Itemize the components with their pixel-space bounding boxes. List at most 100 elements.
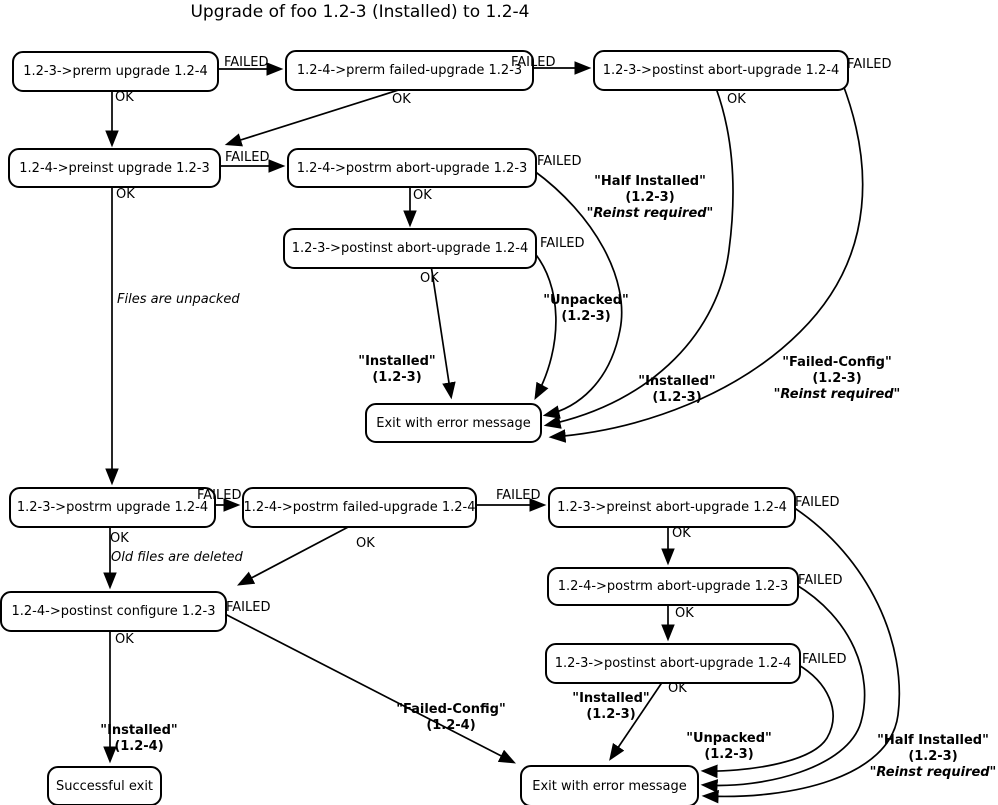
node-label: 1.2-4->postrm failed-upgrade 1.2-4 <box>243 500 476 515</box>
state-installed-top-left: "Installed" (1.2-3) <box>352 354 442 386</box>
state-line: "Installed" <box>100 723 178 738</box>
state-line: "Unpacked" <box>686 731 772 746</box>
edge-label-failed: FAILED <box>197 488 242 503</box>
edge-postinstabortbottom-ok <box>609 680 664 761</box>
state-line: (1.2-4) <box>114 739 164 754</box>
edge-label-failed: FAILED <box>496 488 541 503</box>
state-line: "Installed" <box>358 354 436 369</box>
edge-label-failed: FAILED <box>225 150 270 165</box>
state-line: "Unpacked" <box>543 293 629 308</box>
edge-postinstabortmid-failed <box>532 250 557 400</box>
state-line: "Reinst required" <box>869 765 997 780</box>
state-line: "Installed" <box>638 374 716 389</box>
edge-label-ok: OK <box>115 90 134 105</box>
node-prerm-failed-upgrade: 1.2-4->prerm failed-upgrade 1.2-3 <box>285 50 534 91</box>
state-line: "Installed" <box>572 691 650 706</box>
node-label: 1.2-3->prerm upgrade 1.2-4 <box>23 64 208 79</box>
state-line: (1.2-3) <box>908 749 958 764</box>
node-exit-error-mid: Exit with error message <box>365 403 542 443</box>
node-exit-error-bottom: Exit with error message <box>520 765 699 805</box>
node-successful-exit: Successful exit <box>47 766 162 805</box>
state-line: "Reinst required" <box>773 387 901 402</box>
diagram-title: Upgrade of foo 1.2-3 (Installed) to 1.2-… <box>190 2 530 22</box>
node-label: Exit with error message <box>532 778 687 794</box>
state-line: "Half Installed" <box>877 733 989 748</box>
node-prerm-upgrade: 1.2-3->prerm upgrade 1.2-4 <box>12 51 219 92</box>
node-label: Successful exit <box>55 778 154 794</box>
node-postrm-abort-top: 1.2-4->postrm abort-upgrade 1.2-3 <box>287 148 537 188</box>
edge-label-failed: FAILED <box>511 55 556 70</box>
edge-label-ok: OK <box>110 531 129 546</box>
edge-configure-failed <box>224 613 517 764</box>
state-line: "Failed-Config" <box>782 355 892 370</box>
edge-postrmaborttop-failed <box>532 169 623 419</box>
node-label: 1.2-3->postrm upgrade 1.2-4 <box>16 500 209 515</box>
state-line: (1.2-3) <box>372 370 422 385</box>
edge-postrmabortbottom-failed <box>700 583 866 793</box>
state-line: (1.2-3) <box>586 707 636 722</box>
edge-postinstabortbottom-failed <box>700 663 834 779</box>
edge-label-ok: OK <box>420 271 439 286</box>
node-preinst-upgrade: 1.2-4->preinst upgrade 1.2-3 <box>8 148 221 188</box>
state-line: (1.2-3) <box>704 747 754 762</box>
state-failed-config-bottom: "Failed-Config" (1.2-4) <box>391 702 511 734</box>
edge-label-failed: FAILED <box>798 573 843 588</box>
state-line: (1.2-3) <box>812 371 862 386</box>
node-label: 1.2-3->preinst abort-upgrade 1.2-4 <box>557 500 787 515</box>
annotation-old-files-deleted: Old files are deleted <box>111 550 243 565</box>
state-half-installed-bottom: "Half Installed" (1.2-3) "Reinst require… <box>863 733 998 781</box>
edge-label-ok: OK <box>727 92 746 107</box>
state-unpacked-bottom: "Unpacked" (1.2-3) <box>679 731 779 763</box>
node-label: 1.2-4->prerm failed-upgrade 1.2-3 <box>296 63 523 78</box>
edge-label-ok: OK <box>668 681 687 696</box>
state-line: "Half Installed" <box>594 174 706 189</box>
edge-postrmfailed-ok <box>236 524 353 586</box>
node-label: 1.2-3->postinst abort-upgrade 1.2-4 <box>602 63 840 78</box>
state-line: (1.2-3) <box>625 190 675 205</box>
edge-label-failed: FAILED <box>224 55 269 70</box>
annotation-files-unpacked: Files are unpacked <box>117 292 240 307</box>
edge-label-ok: OK <box>356 536 375 551</box>
edge-label-ok: OK <box>115 632 134 647</box>
node-preinst-abort: 1.2-3->preinst abort-upgrade 1.2-4 <box>548 487 796 528</box>
state-failed-config-top: "Failed-Config" (1.2-3) "Reinst required… <box>772 355 902 403</box>
node-postrm-failed-upgrade: 1.2-4->postrm failed-upgrade 1.2-4 <box>242 487 477 528</box>
state-installed-bottom: "Installed" (1.2-3) <box>566 691 656 723</box>
state-line: "Reinst required" <box>586 206 714 221</box>
state-line: "Failed-Config" <box>396 702 506 717</box>
edge-postinstaborttop-failed <box>548 81 864 443</box>
edge-postinstabortmid-ok <box>430 264 456 400</box>
edge-label-failed: FAILED <box>540 236 585 251</box>
node-postrm-abort-bottom: 1.2-4->postrm abort-upgrade 1.2-3 <box>547 567 799 606</box>
edge-label-failed: FAILED <box>537 154 582 169</box>
node-postinst-configure: 1.2-4->postinst configure 1.2-3 <box>0 591 227 632</box>
node-postrm-upgrade: 1.2-3->postrm upgrade 1.2-4 <box>9 487 216 528</box>
node-postinst-abort-top: 1.2-3->postinst abort-upgrade 1.2-4 <box>593 50 849 91</box>
state-line: (1.2-3) <box>652 390 702 405</box>
state-installed-top-right: "Installed" (1.2-3) <box>632 374 722 406</box>
edge-label-ok: OK <box>672 526 691 541</box>
state-line: (1.2-4) <box>426 718 476 733</box>
node-label: 1.2-4->preinst upgrade 1.2-3 <box>19 160 210 176</box>
node-label: 1.2-4->postrm abort-upgrade 1.2-3 <box>557 579 789 594</box>
edge-label-ok: OK <box>392 92 411 107</box>
edge-postinstaborttop-ok <box>543 87 734 429</box>
edge-preinstabort-failed <box>701 506 901 804</box>
state-installed-bottom-left: "Installed" (1.2-4) <box>94 723 184 755</box>
edge-label-failed: FAILED <box>795 495 840 510</box>
node-label: Exit with error message <box>376 415 531 431</box>
node-label: 1.2-3->postinst abort-upgrade 1.2-4 <box>554 656 792 671</box>
node-label: 1.2-4->postinst configure 1.2-3 <box>11 604 216 619</box>
edge-label-ok: OK <box>413 188 432 203</box>
state-half-installed-top: "Half Installed" (1.2-3) "Reinst require… <box>580 174 720 222</box>
state-line: (1.2-3) <box>561 309 611 324</box>
edge-prermfailed-ok <box>224 86 409 147</box>
state-unpacked-top: "Unpacked" (1.2-3) <box>536 293 636 325</box>
edge-label-failed: FAILED <box>847 57 892 72</box>
edge-label-ok: OK <box>116 187 135 202</box>
edge-label-ok: OK <box>675 606 694 621</box>
node-label: 1.2-4->postrm abort-upgrade 1.2-3 <box>296 160 528 176</box>
node-postinst-abort-mid: 1.2-3->postinst abort-upgrade 1.2-4 <box>283 228 537 269</box>
edge-label-failed: FAILED <box>802 652 847 667</box>
